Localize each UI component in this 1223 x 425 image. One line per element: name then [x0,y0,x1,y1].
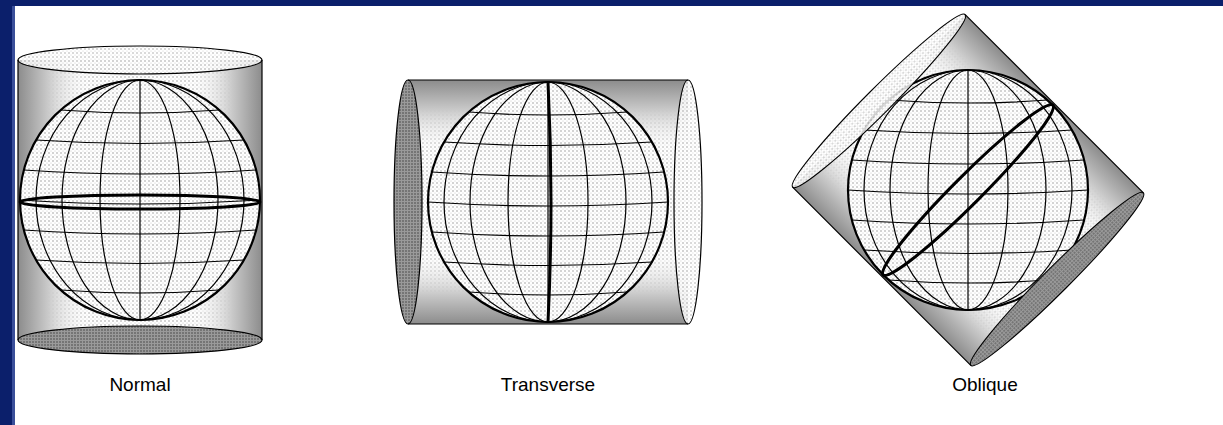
transverse-cylinder [394,80,702,324]
projection-label: Transverse [501,374,595,396]
projection-label: Normal [109,374,170,396]
oblique-cylinder [784,6,1153,375]
projection-label: Oblique [952,374,1018,396]
normal-cylinder [18,46,262,354]
